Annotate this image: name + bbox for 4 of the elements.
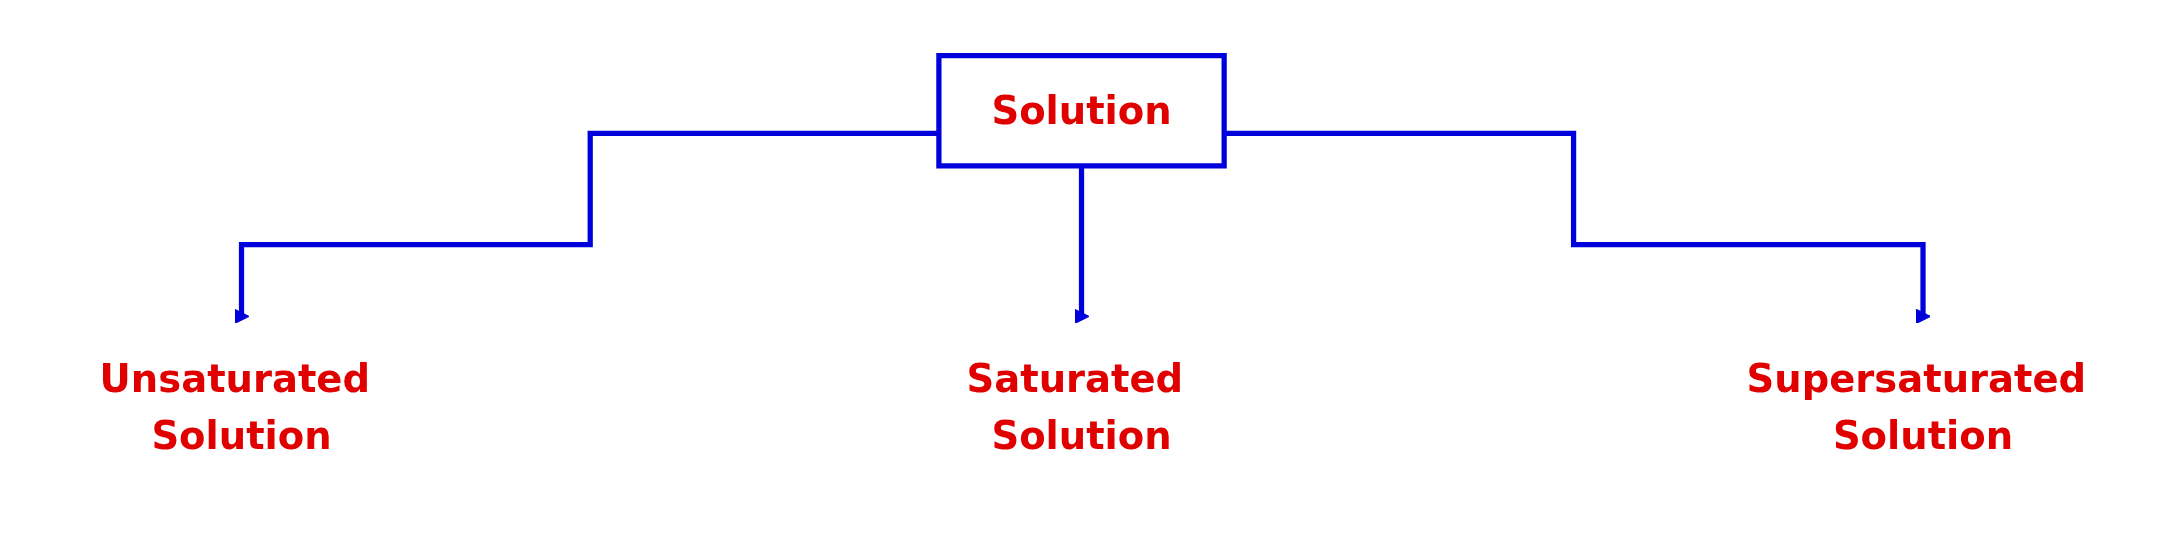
node-text: Supersaturated Solution — [1746, 356, 2087, 459]
node-text: Saturated Solution — [966, 356, 1184, 459]
node-box: Solution — [936, 53, 1227, 169]
node-text: Unsaturated Solution — [99, 356, 371, 459]
